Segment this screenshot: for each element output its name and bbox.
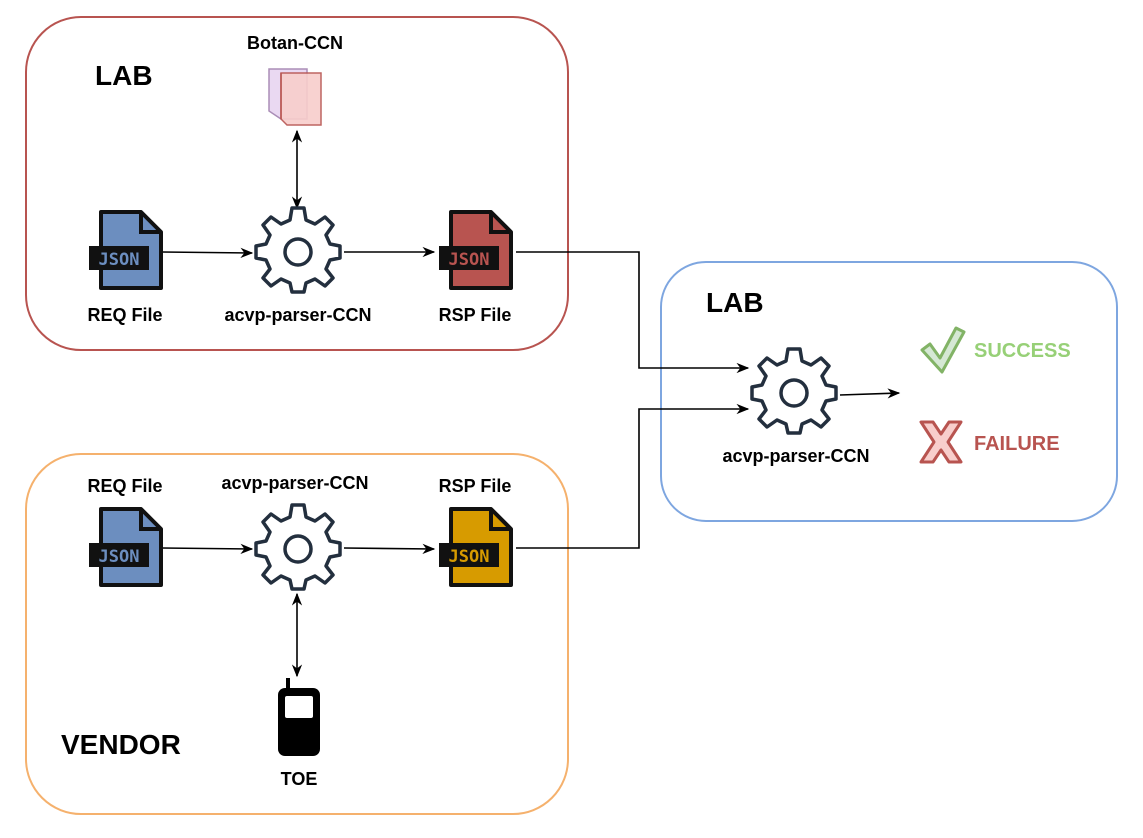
arrow-rsp-lab-to-verifier: [516, 251, 750, 374]
json-file-icon: JSON: [439, 507, 513, 587]
lab-top-container: [25, 16, 569, 351]
json-file-icon: JSON: [89, 210, 163, 290]
arrow-rsp-vendor-to-verifier: [516, 403, 750, 549]
connectors: [161, 129, 901, 678]
json-file-icon: JSON: [89, 507, 163, 587]
lab-right-title: LAB: [706, 287, 764, 318]
vendor-title: VENDOR: [61, 729, 181, 760]
req-file-label-lab: REQ File: [87, 305, 163, 325]
parser-label-lab: acvp-parser-CCN: [224, 305, 372, 325]
success-label: SUCCESS: [974, 340, 1071, 362]
arrow-parser-to-rsp-vendor: [343, 543, 436, 554]
svg-text:JSON: JSON: [449, 547, 490, 567]
mobile-phone-icon: [278, 678, 320, 756]
arrow-verifier-to-result: [839, 388, 901, 399]
arrow-req-to-parser-lab: [161, 247, 254, 258]
svg-text:JSON: JSON: [99, 250, 140, 270]
check-icon: [920, 326, 966, 374]
rsp-file-label-vendor: RSP File: [438, 476, 512, 496]
arrow-req-to-parser-vendor: [161, 543, 254, 554]
gear-icon: [254, 206, 342, 294]
req-file-label-vendor: REQ File: [87, 476, 163, 496]
botan-label: Botan-CCN: [247, 33, 343, 53]
lab-right-container: [660, 261, 1118, 522]
failure-label: FAILURE: [974, 433, 1060, 455]
gear-icon: [254, 503, 342, 591]
gear-icon: [750, 347, 838, 435]
lab-top-title: LAB: [95, 60, 153, 91]
parser-label-vendor: acvp-parser-CCN: [221, 473, 369, 493]
toe-label: TOE: [280, 769, 318, 789]
book-icon: [268, 68, 322, 126]
svg-text:JSON: JSON: [99, 547, 140, 567]
cross-icon: [919, 420, 963, 464]
json-file-icon: JSON: [439, 210, 513, 290]
parser-label-verifier: acvp-parser-CCN: [722, 446, 870, 466]
vendor-container: [25, 453, 569, 815]
svg-text:JSON: JSON: [449, 250, 490, 270]
rsp-file-label-lab: RSP File: [438, 305, 512, 325]
